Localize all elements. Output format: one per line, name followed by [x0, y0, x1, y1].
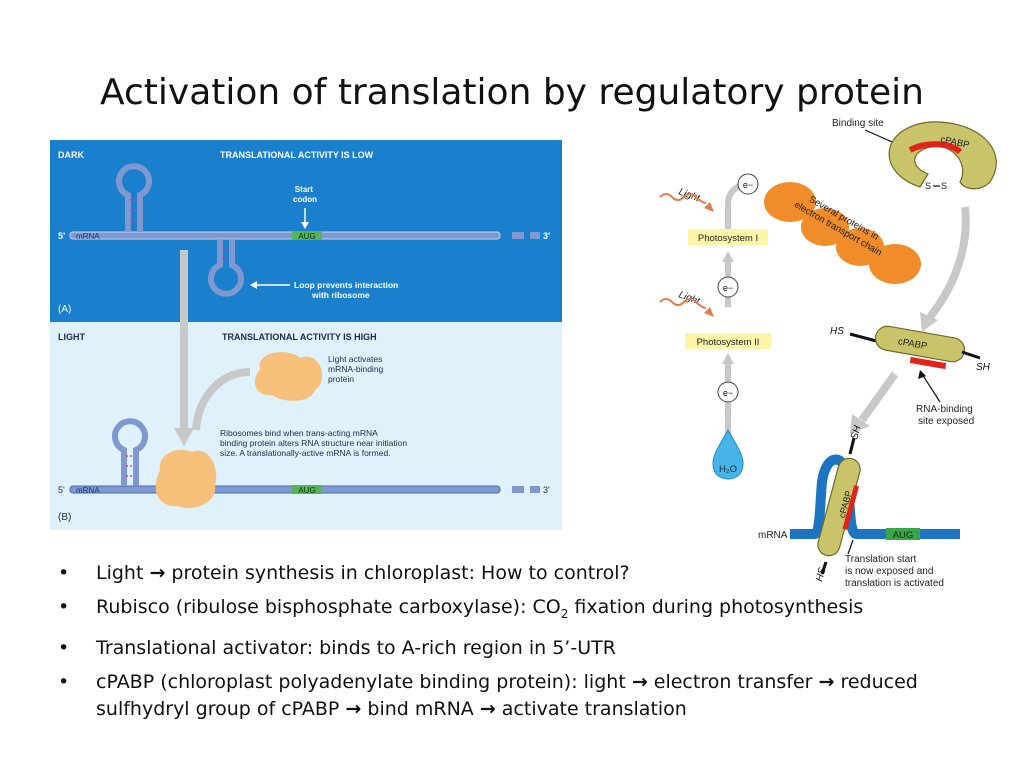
- disulfide-s2: S: [941, 181, 947, 191]
- loop-note: Loop prevents interaction with ribosome: [294, 280, 401, 300]
- disulfide-s1: S: [925, 181, 931, 191]
- hs-label-1: HS: [830, 326, 844, 337]
- light-label-1: Light: [677, 186, 702, 204]
- hs-label-2: HS: [814, 566, 828, 583]
- panel-b-mrna-strand: [69, 485, 501, 494]
- light-wave-2: [659, 298, 707, 309]
- electron-3: [717, 381, 739, 403]
- cpabp-activation-figure: Binding site cPABP S S Light Photosystem…: [659, 118, 997, 589]
- cpabp-middle-label: cPABP: [897, 336, 928, 352]
- panel-a-mrna-label: mRNA: [76, 232, 100, 241]
- panel-a-five-prime: 5': [58, 231, 65, 241]
- water-drop: [712, 428, 744, 480]
- dark-light-translation-figure: DARK TRANSLATIONAL ACTIVITY IS LOW Start…: [50, 140, 562, 530]
- right-arrow-icon: →: [345, 697, 362, 720]
- bottom-aug-box: [886, 528, 920, 540]
- panel-b-hairpin: [112, 418, 148, 486]
- panel-a-label: (A): [58, 304, 71, 315]
- photosystem-1: Photosystem I: [698, 233, 758, 244]
- right-arrow-icon: →: [818, 670, 835, 693]
- bullet-item: • Rubisco (ribulose bisphosphate carboxy…: [58, 596, 864, 621]
- panel-a-mrna-strand: [69, 231, 501, 240]
- bullet-item: • cPABP (chloroplast polyadenylate bindi…: [58, 670, 918, 720]
- panel-a-condition: DARK: [58, 150, 84, 160]
- bullet-item: • Light → protein synthesis in chloropla…: [58, 560, 978, 587]
- slide-title: Activation of translation by regulatory …: [100, 72, 924, 113]
- panel-b-mrna-label: mRNA: [76, 486, 100, 495]
- bullet-dot: •: [58, 670, 70, 693]
- light-wave-1: [659, 193, 707, 204]
- panel-b-condition: LIGHT: [58, 332, 85, 342]
- cpabp-horseshoe: [888, 121, 997, 190]
- bullet-dot: •: [58, 596, 70, 618]
- panel-a-aug: AUG: [298, 232, 315, 241]
- panel-b-aug: AUG: [298, 486, 315, 495]
- svg-text:e−: e−: [743, 180, 753, 190]
- panel-b-three-prime: 3': [543, 485, 550, 495]
- right-arrow-icon: →: [631, 670, 648, 693]
- photosystem-2-box: [685, 333, 771, 349]
- mrna-loop-blue: [790, 454, 960, 539]
- start-codon-label: Start codon: [293, 185, 317, 204]
- water-label: H₂O: [719, 464, 737, 475]
- bound-red-site: [842, 485, 859, 530]
- panel-b-aug-box: [292, 485, 322, 494]
- rna-site-label: RNA-binding site exposed: [916, 404, 975, 427]
- bottom-mrna-label: mRNA: [758, 530, 788, 541]
- ribosome-note: Ribosomes bind when trans-acting mRNA bi…: [220, 428, 409, 458]
- rna-binding-site: [909, 356, 947, 370]
- ribosome: [155, 449, 217, 509]
- right-arrow-icon: →: [479, 697, 496, 720]
- binding-site-red: [908, 141, 963, 155]
- start-note: Translation start is now exposed and tra…: [845, 554, 944, 589]
- electron-2: [717, 276, 739, 298]
- panel-a-activity: TRANSLATIONAL ACTIVITY IS LOW: [220, 150, 374, 160]
- panel-b-label: (B): [58, 512, 71, 523]
- protein-to-mrna-arrow: [192, 368, 251, 431]
- panel-a-three-prime: 3': [543, 231, 550, 241]
- right-arrow-icon: →: [149, 562, 166, 584]
- panel-b-five-prime: 5': [58, 485, 65, 495]
- light-activates-note: Light activates mRNA-binding protein: [328, 354, 386, 384]
- svg-text:e−: e−: [723, 283, 733, 293]
- bullet-dot: •: [58, 562, 70, 584]
- bottom-aug: AUG: [893, 530, 914, 541]
- activated-protein: [254, 352, 323, 401]
- binding-site-label: Binding site: [832, 118, 884, 129]
- photosystem-1-box: [688, 229, 768, 245]
- panel-a-lower-loop: [208, 239, 244, 297]
- sh-label-2: SH: [849, 424, 863, 441]
- bullet-dot: •: [58, 636, 70, 659]
- reduction-arrow: [926, 206, 970, 320]
- bullet-item: • Translational activator: binds to A-ri…: [58, 635, 978, 662]
- panel-b-background: [50, 322, 562, 530]
- svg-text:e−: e−: [723, 388, 733, 398]
- panel-b-activity: TRANSLATIONAL ACTIVITY IS HIGH: [222, 332, 377, 342]
- electron-1: [737, 173, 759, 195]
- panel-a-top-hairpin: [116, 163, 152, 232]
- binding-arrow: [858, 371, 899, 423]
- electron-transport-chain: [764, 182, 921, 284]
- sh-label-1: SH: [976, 362, 991, 373]
- bullet-list: • Light → protein synthesis in chloropla…: [58, 560, 978, 730]
- photosystem-2: Photosystem II: [697, 337, 760, 348]
- panel-a-aug-box: [292, 231, 322, 240]
